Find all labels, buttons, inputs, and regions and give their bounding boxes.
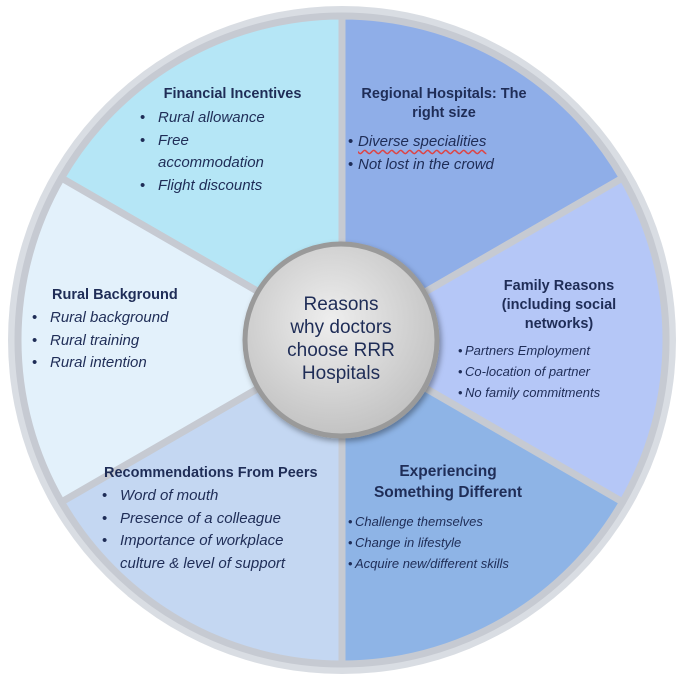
- list-item: Co-location of partner: [458, 361, 648, 382]
- segment-financial-incentives: Financial Incentives Rural allowance Fre…: [130, 85, 335, 197]
- wedge-regional: [338, 12, 627, 344]
- list-item: Acquire new/different skills: [348, 555, 525, 572]
- list-item: Diverse specialities: [344, 131, 544, 154]
- center-hub: [242, 241, 440, 439]
- list-item: Importance of workplace culture & level …: [98, 530, 320, 575]
- list-item: Not lost in the crowd: [344, 154, 544, 177]
- wedge-experiencing: [338, 336, 627, 668]
- list-item: Free accommodation: [136, 130, 288, 175]
- segment-title: Rural Background: [52, 287, 178, 303]
- segment-title: Recommendations From Peers: [104, 465, 318, 481]
- segment-regional-hospitals: Regional Hospitals: The right size Diver…: [344, 85, 544, 176]
- center-label: Reasons why doctors choose RRR Hospitals: [287, 294, 395, 384]
- list-item: Rural allowance: [136, 107, 335, 130]
- list-item: Rural background: [28, 307, 228, 330]
- segment-rural-background: Rural Background Rural background Rural …: [28, 286, 228, 375]
- segment-family-reasons: Family Reasons (including social network…: [458, 277, 648, 403]
- list-item: Rural intention: [28, 352, 228, 375]
- list-item: Change in lifestyle: [348, 532, 548, 553]
- segment-experiencing-something-different: Experiencing Something Different Challen…: [348, 461, 548, 572]
- list-item: Word of mouth: [98, 485, 353, 508]
- segment-title: Regional Hospitals: The right size: [361, 86, 527, 121]
- segment-recommendations-from-peers: Recommendations From Peers Word of mouth…: [98, 464, 353, 575]
- list-item: Challenge themselves: [348, 511, 548, 532]
- segment-title: Family Reasons (including social network…: [501, 278, 617, 332]
- list-item: Rural training: [28, 330, 228, 353]
- list-item: Flight discounts: [136, 175, 335, 198]
- list-item: Presence of a colleague: [98, 508, 353, 531]
- list-item: No family commitments: [458, 382, 648, 403]
- list-item: Partners Employment: [458, 340, 648, 361]
- segment-title: Experiencing Something Different: [373, 463, 523, 501]
- segment-title: Financial Incentives: [163, 86, 302, 102]
